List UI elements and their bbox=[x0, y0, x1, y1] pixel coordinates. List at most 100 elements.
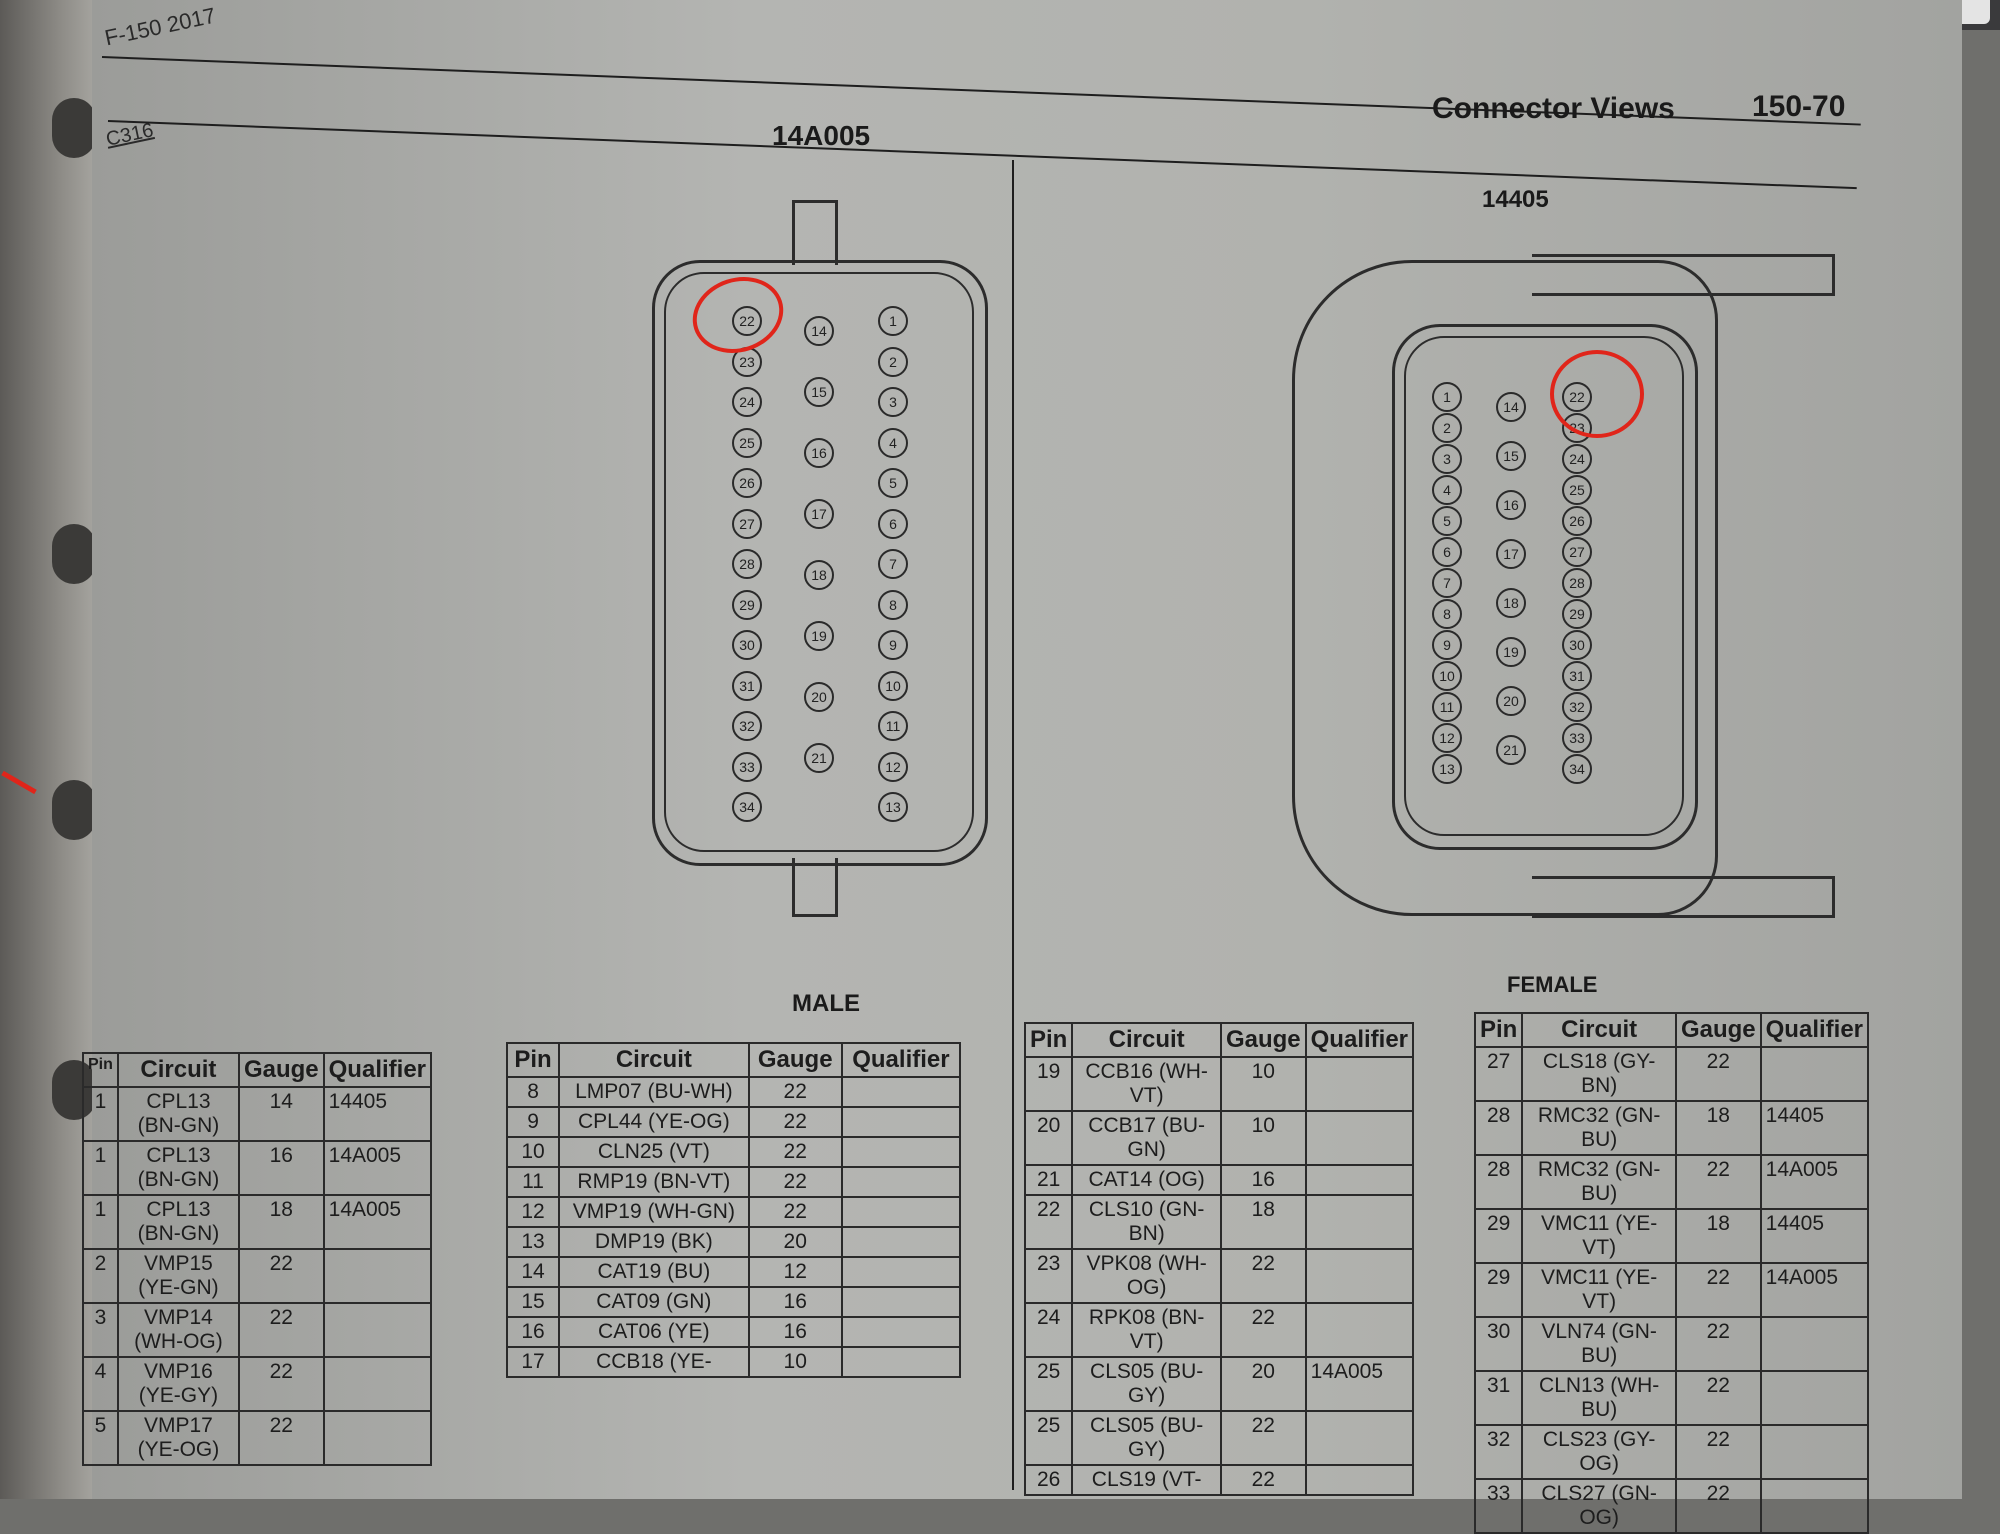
cell-qualifier bbox=[322, 1356, 433, 1412]
cell-qualifier bbox=[1759, 1424, 1870, 1480]
cell-qualifier bbox=[1759, 1316, 1870, 1372]
pin-21: 21 bbox=[804, 743, 834, 773]
pin-10: 10 bbox=[878, 670, 908, 701]
pin-5: 5 bbox=[878, 468, 908, 498]
pin-17: 17 bbox=[804, 499, 834, 529]
cell-circuit: DMP19 (BK) bbox=[558, 1226, 750, 1258]
pin-12: 12 bbox=[1432, 723, 1462, 753]
cell-gauge: 22 bbox=[747, 1076, 843, 1108]
pin-9: 9 bbox=[878, 630, 908, 660]
pin-9: 9 bbox=[1432, 630, 1462, 660]
red-circle-annotation bbox=[1550, 350, 1644, 438]
cell-qualifier: 14A005 bbox=[1759, 1262, 1870, 1318]
cell-gauge: 22 bbox=[1674, 1316, 1762, 1372]
cell-qualifier: 14A005 bbox=[1304, 1356, 1415, 1412]
pin-27: 27 bbox=[732, 508, 762, 539]
pin-29: 29 bbox=[732, 589, 762, 620]
box-top-rule bbox=[107, 120, 1857, 190]
pin-3: 3 bbox=[878, 387, 908, 417]
cell-pin: 31 bbox=[1473, 1370, 1524, 1426]
cell-qualifier bbox=[322, 1248, 433, 1304]
cell-circuit: VMC11 (YE-VT) bbox=[1521, 1208, 1677, 1264]
connector-shell bbox=[652, 260, 988, 866]
pin-1: 1 bbox=[878, 306, 908, 336]
binder-hole bbox=[52, 780, 96, 840]
cell-pin: 9 bbox=[505, 1106, 561, 1138]
pin-7: 7 bbox=[1432, 568, 1462, 598]
pin-19: 19 bbox=[804, 621, 834, 651]
cell-gauge: 16 bbox=[237, 1140, 325, 1196]
pin-5: 5 bbox=[1432, 506, 1462, 536]
cell-pin: 10 bbox=[505, 1136, 561, 1168]
binder-edge bbox=[0, 0, 100, 1499]
pin-18: 18 bbox=[804, 560, 834, 590]
cell-gauge: 22 bbox=[747, 1106, 843, 1138]
cell-circuit: VMC11 (YE-VT) bbox=[1521, 1262, 1677, 1318]
cell-qualifier bbox=[840, 1256, 962, 1288]
section-title: Connector Views bbox=[1432, 92, 1675, 125]
pin-2: 2 bbox=[1432, 413, 1462, 443]
cell-qualifier bbox=[1304, 1248, 1415, 1304]
cell-circuit: CLS10 (GN-BN) bbox=[1071, 1194, 1222, 1250]
pin-16: 16 bbox=[1496, 490, 1526, 520]
cell-gauge: 22 bbox=[1674, 1046, 1762, 1102]
binder-hole bbox=[52, 524, 96, 584]
cell-circuit: CAT09 (GN) bbox=[558, 1286, 750, 1318]
cell-pin: 15 bbox=[505, 1286, 561, 1318]
cell-circuit: CPL13 (BN-GN) bbox=[116, 1194, 240, 1250]
cell-gauge: 20 bbox=[747, 1226, 843, 1258]
cell-gauge: 22 bbox=[1674, 1262, 1762, 1318]
cell-circuit: CPL44 (YE-OG) bbox=[558, 1106, 750, 1138]
pin-1: 1 bbox=[1432, 382, 1462, 412]
cell-circuit: VMP15 (YE-GN) bbox=[116, 1248, 240, 1304]
cell-qualifier bbox=[1304, 1056, 1415, 1112]
cell-circuit: CLS18 (GY-BN) bbox=[1521, 1046, 1677, 1102]
cell-qualifier bbox=[1304, 1110, 1415, 1166]
cell-qualifier: 14405 bbox=[322, 1086, 433, 1142]
cell-pin: 21 bbox=[1023, 1164, 1074, 1196]
pin-26: 26 bbox=[1562, 506, 1592, 536]
binder-hole bbox=[52, 98, 96, 158]
pin-16: 16 bbox=[804, 438, 834, 468]
pin-31: 31 bbox=[732, 670, 762, 701]
cell-circuit: CCB16 (WH-VT) bbox=[1071, 1056, 1222, 1112]
cell-qualifier bbox=[322, 1302, 433, 1358]
pin-2: 2 bbox=[878, 346, 908, 377]
cell-pin: 17 bbox=[505, 1346, 561, 1378]
lock-tab-top bbox=[1532, 254, 1835, 296]
pin-25: 25 bbox=[1562, 475, 1592, 505]
cell-pin: 1 bbox=[82, 1086, 119, 1142]
cell-pin: 1 bbox=[82, 1140, 119, 1196]
cell-circuit: CLS19 (VT- bbox=[1071, 1464, 1222, 1496]
cell-gauge: 22 bbox=[237, 1356, 325, 1412]
pin-3: 3 bbox=[1432, 444, 1462, 474]
cell-gauge: 22 bbox=[237, 1248, 325, 1304]
cell-gauge: 22 bbox=[1674, 1424, 1762, 1480]
pin-32: 32 bbox=[1562, 692, 1592, 722]
cell-qualifier: 14405 bbox=[1759, 1100, 1870, 1156]
cell-pin: 3 bbox=[82, 1302, 119, 1358]
cell-gauge: 12 bbox=[747, 1256, 843, 1288]
cell-qualifier bbox=[840, 1316, 962, 1348]
cell-circuit: LMP07 (BU-WH) bbox=[558, 1076, 750, 1108]
cell-qualifier: 14A005 bbox=[322, 1194, 433, 1250]
cell-circuit: VMP16 (YE-GY) bbox=[116, 1356, 240, 1412]
cell-qualifier bbox=[840, 1346, 962, 1378]
cell-circuit: CCB17 (BU-GN) bbox=[1071, 1110, 1222, 1166]
